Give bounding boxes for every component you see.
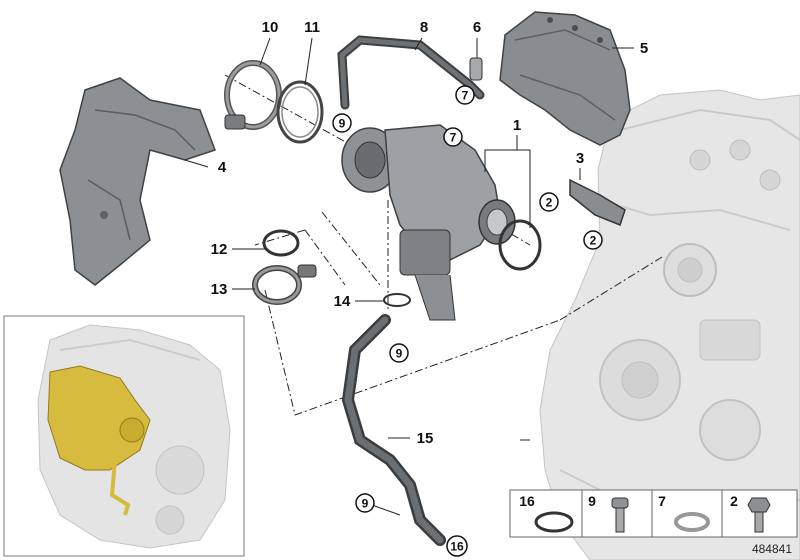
svg-text:7: 7 — [658, 493, 666, 509]
hex-socket-screw-icon — [611, 497, 629, 533]
legend-item-7: 7 — [658, 493, 710, 532]
callout-4: 4 — [218, 159, 227, 176]
circled-ref-7a: 7 — [455, 85, 475, 105]
oil-feed-pipe-8 — [337, 35, 485, 110]
circled-ref-2b: 2 — [583, 230, 603, 250]
callout-11: 11 — [304, 19, 320, 36]
circled-ref-16: 16 — [446, 535, 468, 557]
circled-ref-7b: 7 — [443, 127, 463, 147]
callout-13: 13 — [211, 281, 228, 298]
v-band-clamp-13 — [252, 264, 317, 305]
heat-shield-5 — [499, 11, 631, 146]
svg-text:2: 2 — [730, 493, 738, 509]
hex-bolt-icon — [747, 497, 771, 533]
turbocharger-1 — [341, 124, 516, 321]
svg-text:9: 9 — [362, 497, 369, 511]
diagram-id: 484841 — [752, 542, 792, 556]
sealing-ring-11 — [276, 80, 324, 144]
sealing-ring-icon — [534, 511, 574, 533]
svg-text:9: 9 — [339, 117, 346, 131]
engine-location-inset — [3, 315, 245, 557]
legend-item-16: 16 — [519, 493, 574, 533]
gasket-ring-icon — [674, 512, 710, 532]
callout-1: 1 — [513, 117, 521, 134]
circled-ref-9b: 9 — [389, 343, 409, 363]
small-parts-legend: 16 9 7 2 — [509, 489, 798, 538]
bracket-3 — [569, 178, 626, 226]
callout-6: 6 — [473, 19, 481, 36]
sealing-ring-outlet — [498, 219, 542, 271]
svg-text:16: 16 — [450, 540, 464, 554]
gasket-14 — [383, 293, 411, 307]
legend-item-9: 9 — [588, 493, 629, 533]
callout-12: 12 — [211, 241, 228, 258]
svg-text:9: 9 — [588, 493, 596, 509]
circled-ref-9c: 9 — [355, 493, 375, 513]
callout-8: 8 — [420, 19, 428, 36]
callout-5: 5 — [640, 40, 648, 57]
callout-14: 14 — [334, 293, 351, 310]
callout-10: 10 — [262, 19, 279, 36]
heat-shield-4 — [59, 77, 216, 286]
banjo-bolt-6 — [469, 57, 483, 81]
v-band-clamp-10 — [224, 60, 282, 130]
svg-text:9: 9 — [396, 347, 403, 361]
svg-text:7: 7 — [450, 131, 457, 145]
svg-text:16: 16 — [519, 493, 535, 509]
circled-ref-9a: 9 — [332, 113, 352, 133]
sealing-ring-12 — [262, 229, 300, 257]
callout-15: 15 — [417, 430, 434, 447]
callout-3: 3 — [576, 150, 584, 167]
oil-return-pipe-15 — [341, 314, 446, 546]
callout-leader-lines — [184, 37, 634, 516]
legend-item-2: 2 — [730, 493, 771, 533]
svg-text:2: 2 — [546, 196, 553, 210]
svg-text:7: 7 — [462, 89, 469, 103]
circled-ref-2a: 2 — [539, 192, 559, 212]
svg-text:2: 2 — [590, 234, 597, 248]
